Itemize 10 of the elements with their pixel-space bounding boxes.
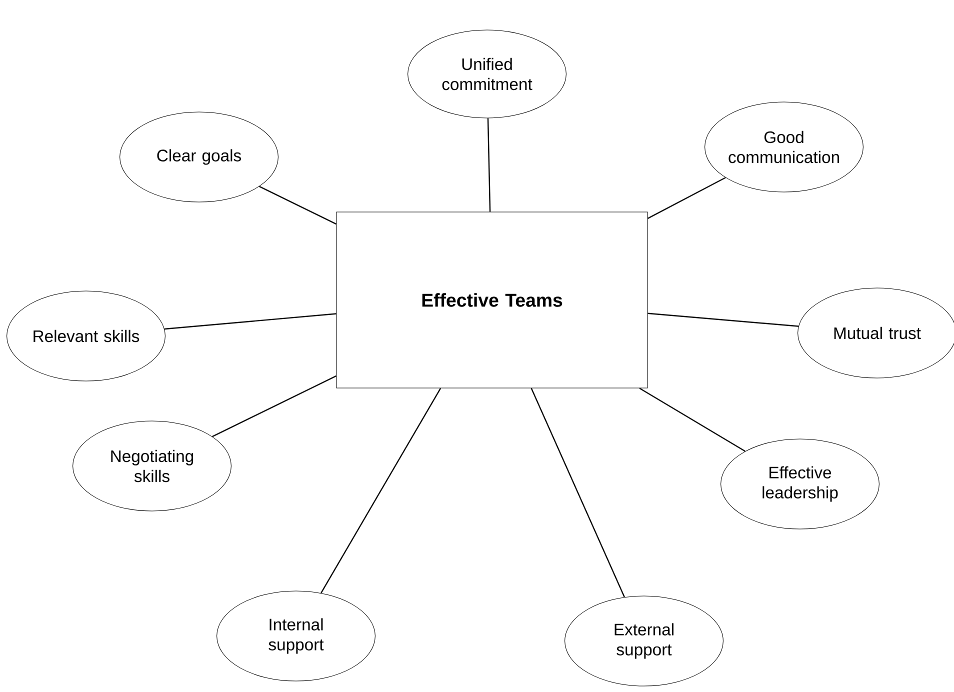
connector-line bbox=[639, 388, 746, 452]
connector-line bbox=[530, 388, 625, 598]
connector-line bbox=[212, 375, 336, 438]
connector-line bbox=[164, 313, 336, 330]
connector-line bbox=[259, 186, 336, 225]
connector-line bbox=[320, 388, 442, 594]
connector-line bbox=[648, 177, 726, 219]
central-box: Effective Teams bbox=[336, 212, 648, 388]
connector-line bbox=[648, 312, 798, 327]
connector-line bbox=[487, 118, 491, 212]
